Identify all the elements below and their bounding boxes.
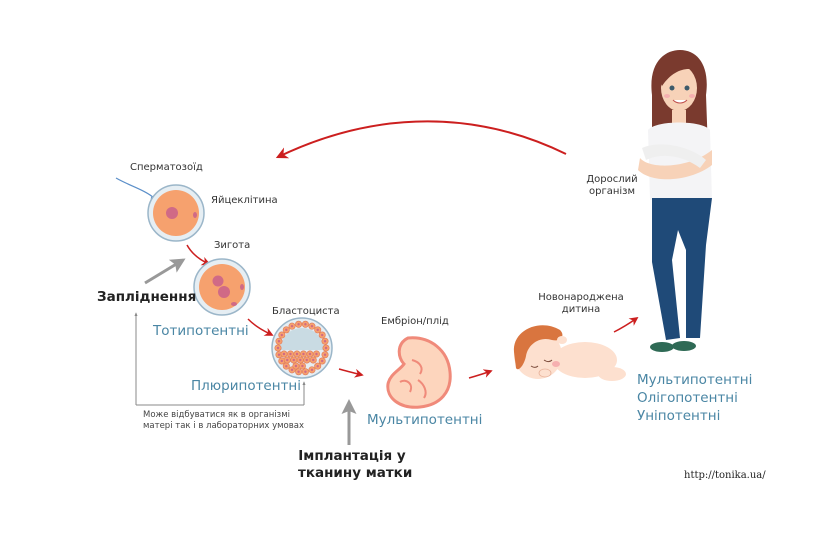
trophoblast-cell-nucleus — [280, 333, 284, 337]
inner-cell-nucleus — [302, 352, 305, 356]
inner-cell-nucleus — [308, 352, 312, 356]
label-implantation-line2: тканину матки — [298, 464, 413, 481]
label-fertilization: Запліднення — [97, 289, 197, 305]
label-egg: Яйцеклітина — [211, 195, 278, 206]
inner-cell-nucleus — [295, 352, 299, 356]
label-implantation: Імплантація у тканину матки — [298, 448, 413, 482]
blastocyst-icon — [271, 317, 333, 379]
potency-adult-list: Мультипотентні Олігопотентні Уніпотентні — [637, 372, 752, 425]
label-sperm: Сперматозоїд — [130, 162, 203, 173]
label-adult: Дорослий організм — [582, 174, 642, 197]
in-vitro-bracket — [134, 312, 306, 406]
note-in-vitro: Може відбуватися як в організмі матері т… — [143, 410, 304, 433]
label-newborn-line1: Новонароджена — [538, 292, 624, 303]
potency-adult-oligopotent: Олігопотентні — [637, 389, 738, 406]
inner-cell-nucleus — [289, 352, 292, 356]
note-line1: Може відбуватися як в організмі — [143, 410, 290, 420]
trophoblast-cell-nucleus — [323, 340, 327, 343]
inner-cell-nucleus — [294, 364, 298, 368]
label-newborn-line2: дитина — [561, 303, 601, 315]
label-blastocyst: Бластоциста — [272, 306, 340, 317]
trophoblast-cell-nucleus — [304, 323, 307, 326]
label-implantation-line1: Імплантація у — [298, 448, 406, 464]
label-embryo: Ембріон/плід — [381, 316, 449, 327]
egg-cell-icon — [147, 184, 205, 242]
trophoblast-cell-nucleus — [276, 346, 280, 350]
trophoblast-cell-nucleus — [320, 359, 324, 363]
newborn-baby-icon — [513, 325, 626, 381]
embryo-icon — [386, 336, 452, 409]
inner-cell-nucleus — [286, 358, 289, 362]
zygote-cell-icon — [193, 258, 251, 316]
potency-totipotent: Тотипотентні — [153, 323, 249, 339]
trophoblast-cell-nucleus — [320, 333, 324, 337]
inner-cell-nucleus — [282, 352, 286, 356]
label-newborn: Новонароджена дитина — [533, 292, 629, 315]
trophoblast-cell-nucleus — [297, 323, 300, 326]
source-url[interactable]: http://tonika.ua/ — [684, 470, 766, 481]
trophoblast-cell-nucleus — [285, 364, 288, 368]
trophoblast-cell-nucleus — [277, 353, 281, 356]
trophoblast-cell-nucleus — [290, 324, 294, 328]
trophoblast-cell-nucleus — [316, 364, 319, 368]
potency-adult-unipotent: Уніпотентні — [637, 407, 721, 424]
adult-woman-icon — [638, 50, 712, 352]
trophoblast-cell-nucleus — [310, 368, 314, 372]
arrow-blastocyst-to-embryo — [338, 368, 364, 378]
label-adult-line2: організм — [588, 185, 636, 197]
cycle-return-arrow — [275, 120, 567, 159]
inner-cell-nucleus — [315, 352, 318, 356]
potency-adult-multipotent: Мультипотентні — [637, 372, 753, 388]
inner-cell-nucleus — [312, 358, 315, 362]
trophoblast-cell-nucleus — [310, 324, 314, 328]
trophoblast-cell-nucleus — [290, 368, 294, 372]
trophoblast-cell-nucleus — [297, 370, 300, 373]
inner-cell-nucleus — [305, 358, 308, 362]
potency-pluripotent: Плюрипотентні — [191, 378, 302, 394]
trophoblast-cell-nucleus — [324, 346, 328, 350]
inner-cell-nucleus — [292, 358, 295, 362]
trophoblast-cell-nucleus — [280, 359, 284, 363]
trophoblast-cell-nucleus — [323, 353, 327, 356]
fertilization-arrow — [144, 258, 186, 285]
note-line2: матері так і в лабораторних умовах — [143, 421, 304, 432]
arrow-embryo-to-newborn — [468, 369, 493, 379]
inner-cell-nucleus — [299, 358, 302, 362]
label-zygote: Зигота — [214, 240, 251, 251]
trophoblast-cell-nucleus — [285, 328, 288, 332]
arrow-zygote-to-blastocyst — [247, 318, 274, 336]
trophoblast-cell-nucleus — [277, 340, 281, 343]
inner-cell-nucleus — [301, 364, 304, 368]
trophoblast-cell-nucleus — [316, 328, 319, 332]
trophoblast-cell-nucleus — [304, 370, 307, 373]
potency-multipotent: Мультипотентні — [367, 412, 483, 428]
arrow-egg-to-zygote — [186, 244, 211, 266]
arrow-newborn-to-adult — [613, 316, 639, 333]
label-adult-line1: Дорослий — [586, 174, 638, 185]
